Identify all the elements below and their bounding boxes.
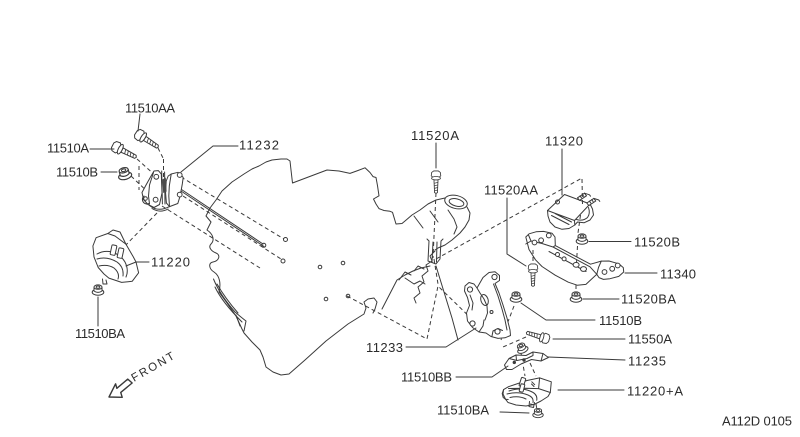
svg-text:11232: 11232 bbox=[239, 138, 279, 153]
svg-text:11510A: 11510A bbox=[47, 141, 89, 156]
svg-text:11520AA: 11520AA bbox=[484, 183, 538, 198]
svg-text:11520BA: 11520BA bbox=[621, 292, 676, 307]
svg-text:11520B: 11520B bbox=[634, 235, 680, 250]
svg-text:11510BB: 11510BB bbox=[401, 370, 452, 385]
svg-text:11220: 11220 bbox=[151, 255, 190, 270]
svg-text:11510BA: 11510BA bbox=[75, 326, 125, 341]
svg-text:11510BA: 11510BA bbox=[437, 403, 489, 418]
svg-text:11233: 11233 bbox=[366, 340, 403, 355]
svg-text:11510B: 11510B bbox=[56, 165, 98, 180]
svg-text:11550A: 11550A bbox=[628, 332, 672, 347]
svg-text:11320: 11320 bbox=[545, 134, 583, 149]
svg-text:11235: 11235 bbox=[628, 354, 666, 369]
svg-text:11220+A: 11220+A bbox=[627, 384, 683, 399]
svg-text:11510B: 11510B bbox=[599, 313, 642, 328]
svg-text:11340: 11340 bbox=[660, 267, 696, 282]
svg-text:A112D 0105: A112D 0105 bbox=[722, 414, 792, 429]
svg-text:11510AA: 11510AA bbox=[125, 101, 175, 116]
svg-text:11520A: 11520A bbox=[411, 128, 459, 143]
